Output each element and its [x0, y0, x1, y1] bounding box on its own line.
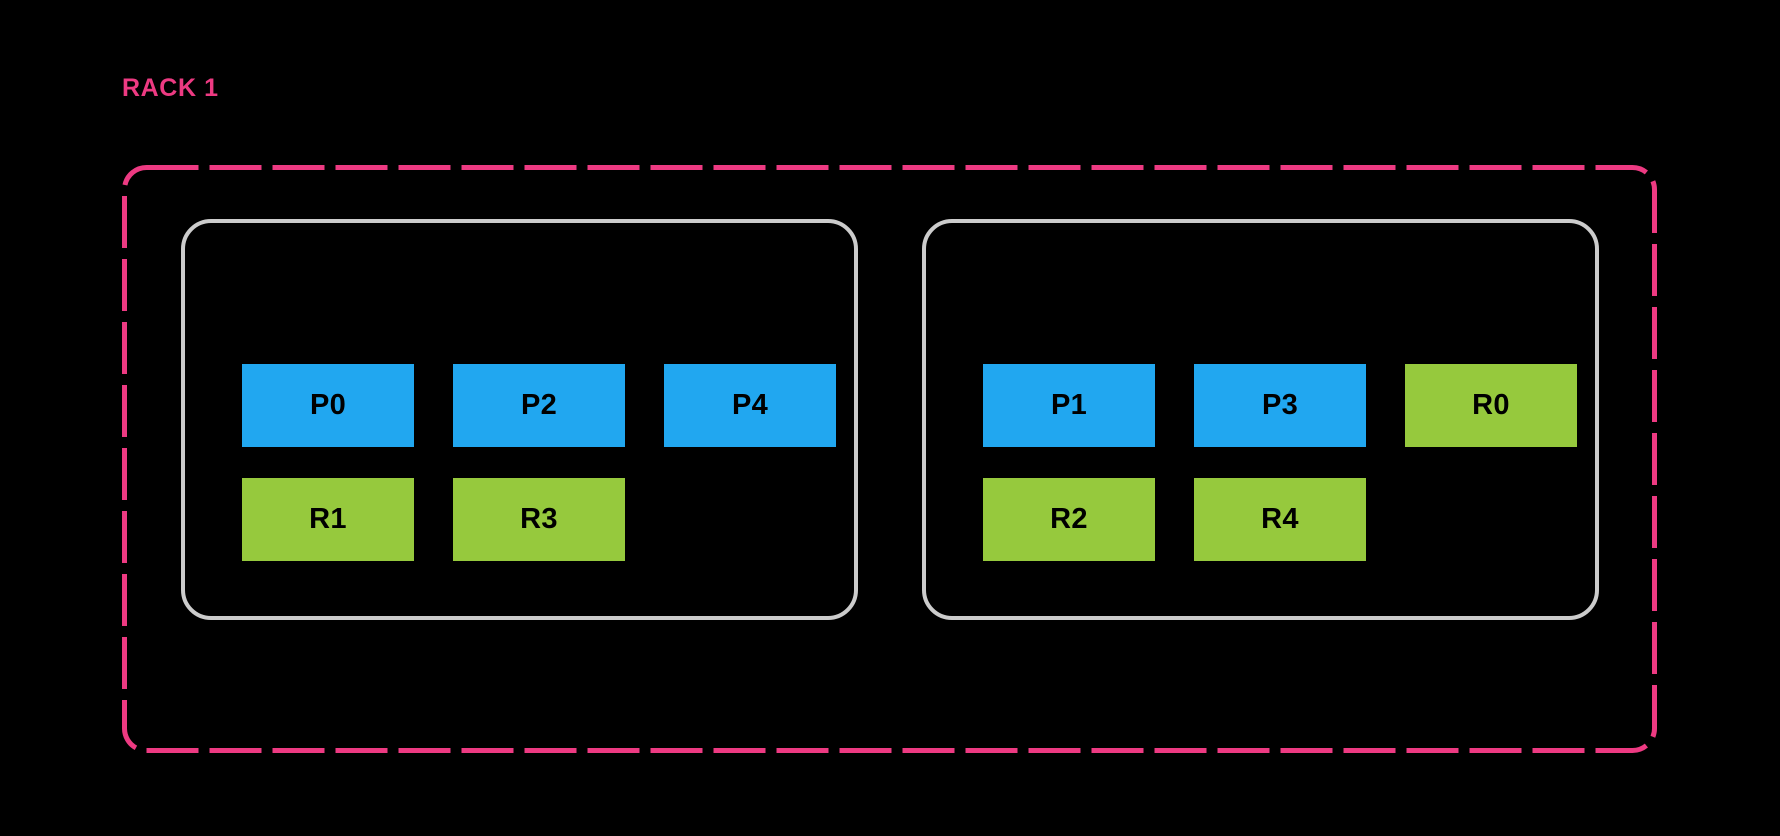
shard-r2[interactable]: R2: [983, 478, 1155, 561]
node-box-2[interactable]: P1 P3 R0 R2 R4: [922, 219, 1599, 620]
shard-r0[interactable]: R0: [1405, 364, 1577, 447]
shard-p1[interactable]: P1: [983, 364, 1155, 447]
shard-row: R2 R4: [983, 478, 1577, 561]
shard-p0[interactable]: P0: [242, 364, 414, 447]
shard-grid-node-2: P1 P3 R0 R2 R4: [983, 364, 1577, 561]
shard-p3[interactable]: P3: [1194, 364, 1366, 447]
shard-p2[interactable]: P2: [453, 364, 625, 447]
node-box-1[interactable]: P0 P2 P4 R1 R3: [181, 219, 858, 620]
shard-row: P0 P2 P4: [242, 364, 836, 447]
shard-p4[interactable]: P4: [664, 364, 836, 447]
rack-label: RACK 1: [122, 74, 219, 102]
shard-row: P1 P3 R0: [983, 364, 1577, 447]
shard-r3[interactable]: R3: [453, 478, 625, 561]
shard-row: R1 R3: [242, 478, 836, 561]
shard-r4[interactable]: R4: [1194, 478, 1366, 561]
shard-grid-node-1: P0 P2 P4 R1 R3: [242, 364, 836, 561]
shard-r1[interactable]: R1: [242, 478, 414, 561]
